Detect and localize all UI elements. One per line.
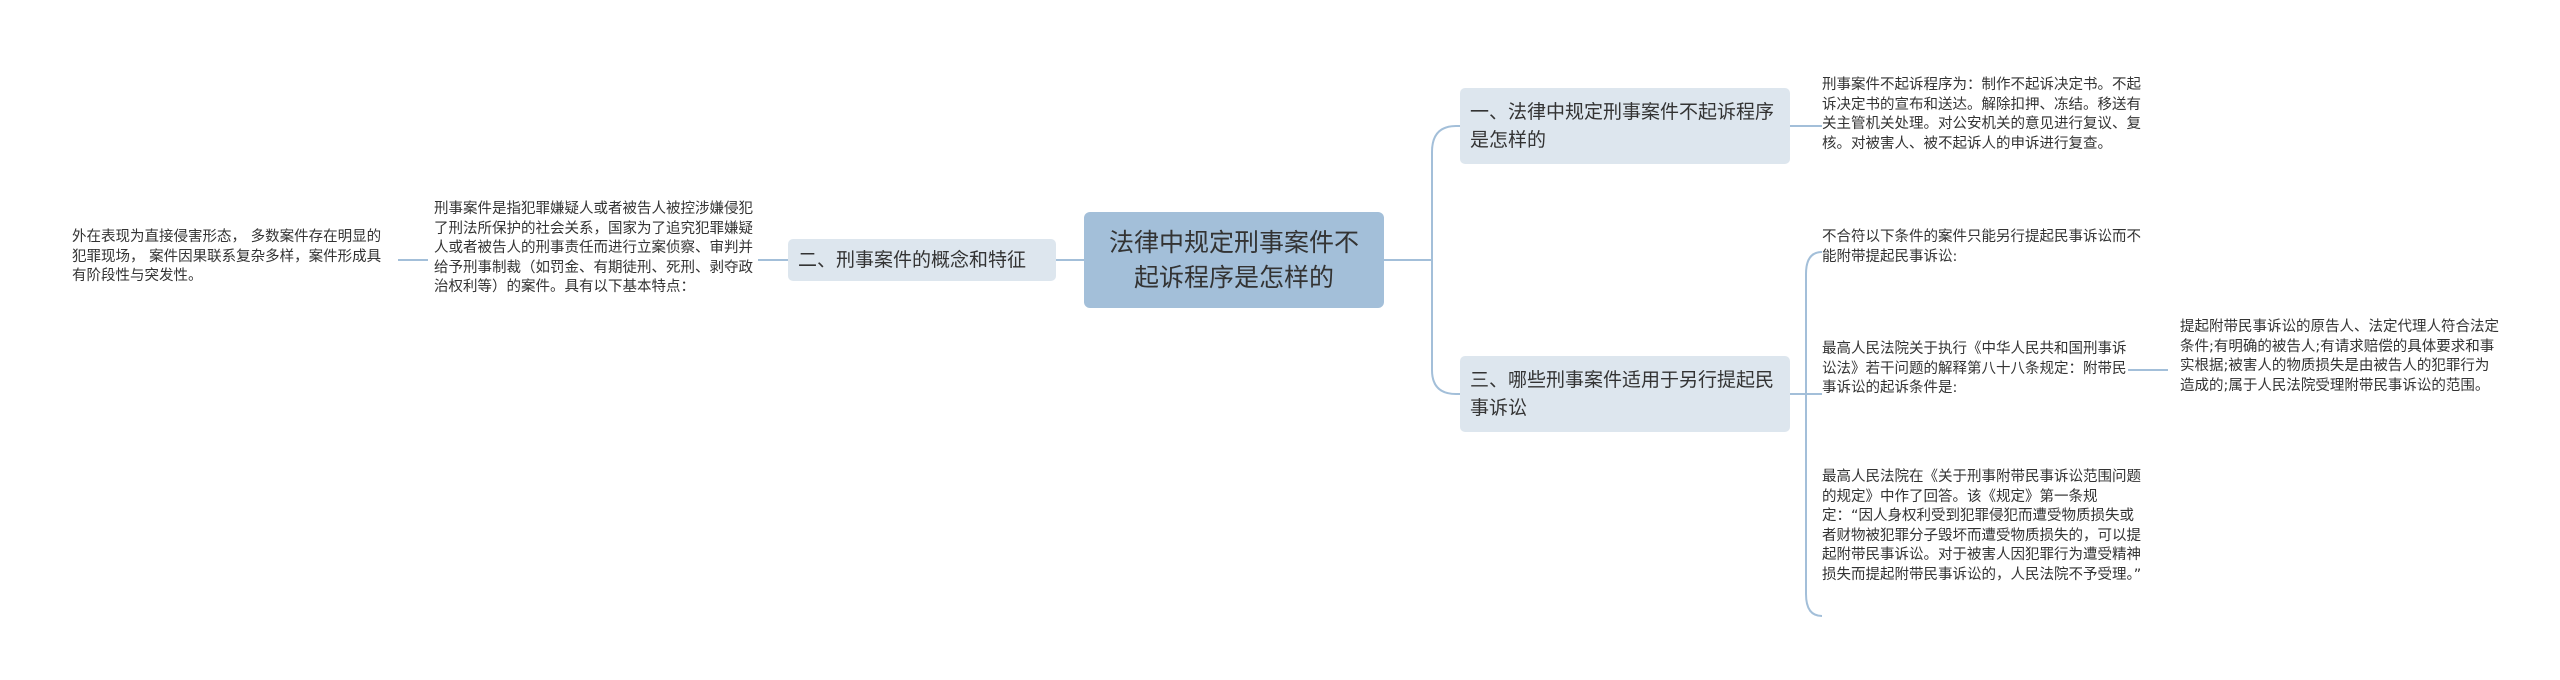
connector-trunk-branch1: [1431, 125, 1460, 260]
leaf-separate-suit-condition-text: 不合符以下条件的案件只能另行提起民事诉讼而不能附带提起民事诉讼:: [1822, 229, 2141, 265]
root-topic[interactable]: 法律中规定刑事案件不起诉程序是怎样的: [1084, 212, 1384, 308]
leaf-non-prosecution-steps[interactable]: 刑事案件不起诉程序为：制作不起诉决定书。不起诉决定书的宣布和送达。解除扣押、冻结…: [1822, 76, 2142, 154]
leaf-filing-conditions[interactable]: 提起附带民事诉讼的原告人、法定代理人符合法定条件;有明确的被告人;有请求赔偿的具…: [2180, 318, 2500, 396]
branch-non-prosecution-procedure-text: 一、法律中规定刑事案件不起诉程序是怎样的: [1470, 101, 1775, 151]
branch-concept-features[interactable]: 二、刑事案件的概念和特征: [788, 239, 1056, 281]
root-topic-text: 法律中规定刑事案件不起诉程序是怎样的: [1108, 228, 1359, 292]
connector-trunk-branch3: [1431, 260, 1460, 395]
leaf-supreme-court-interpretation[interactable]: 最高人民法院关于执行《中华人民共和国刑事诉讼法》若干问题的解释第八十八条规定：附…: [1822, 340, 2128, 399]
leaf-non-prosecution-steps-text: 刑事案件不起诉程序为：制作不起诉决定书。不起诉决定书的宣布和送达。解除扣押、冻结…: [1822, 77, 2141, 152]
leaf-supreme-court-interpretation-text: 最高人民法院关于执行《中华人民共和国刑事诉讼法》若干问题的解释第八十八条规定：附…: [1822, 341, 2127, 396]
leaf-supreme-court-regulation-text: 最高人民法院在《关于刑事附带民事诉讼范围问题的规定》中作了回答。该《规定》第一条…: [1822, 469, 2142, 583]
branch-separate-civil-suit[interactable]: 三、哪些刑事案件适用于另行提起民事诉讼: [1460, 356, 1790, 432]
leaf-concept-definition[interactable]: 刑事案件是指犯罪嫌疑人或者被告人被控涉嫌侵犯了刑法所保护的社会关系，国家为了追究…: [434, 200, 754, 298]
leaf-filing-conditions-text: 提起附带民事诉讼的原告人、法定代理人符合法定条件;有明确的被告人;有请求赔偿的具…: [2180, 319, 2499, 394]
leaf-concept-definition-text: 刑事案件是指犯罪嫌疑人或者被告人被控涉嫌侵犯了刑法所保护的社会关系，国家为了追究…: [434, 201, 753, 295]
connector-branch3-leaf3: [1805, 394, 1823, 617]
leaf-concept-characteristics[interactable]: 外在表现为直接侵害形态， 多数案件存在明显的犯罪现场， 案件因果联系复杂多样，案…: [72, 228, 392, 287]
leaf-separate-suit-condition[interactable]: 不合符以下条件的案件只能另行提起民事诉讼而不能附带提起民事诉讼:: [1822, 228, 2142, 267]
leaf-supreme-court-regulation[interactable]: 最高人民法院在《关于刑事附带民事诉讼范围问题的规定》中作了回答。该《规定》第一条…: [1822, 468, 2142, 585]
branch-concept-features-text: 二、刑事案件的概念和特征: [798, 249, 1027, 271]
leaf-concept-characteristics-text: 外在表现为直接侵害形态， 多数案件存在明显的犯罪现场， 案件因果联系复杂多样，案…: [72, 229, 382, 284]
connector-branch3-leaf1: [1805, 251, 1823, 394]
branch-separate-civil-suit-text: 三、哪些刑事案件适用于另行提起民事诉讼: [1470, 369, 1775, 419]
branch-non-prosecution-procedure[interactable]: 一、法律中规定刑事案件不起诉程序是怎样的: [1460, 88, 1790, 164]
